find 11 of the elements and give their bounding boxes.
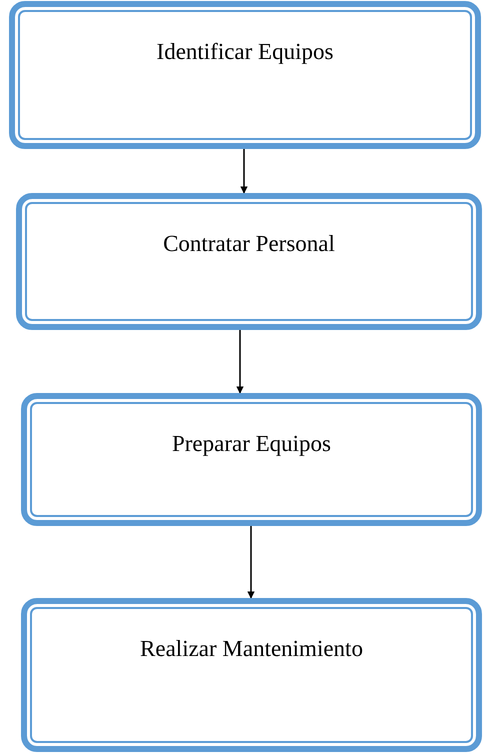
process-box — [21, 393, 482, 526]
process-box — [21, 598, 482, 752]
arrow — [247, 526, 255, 599]
arrow — [240, 149, 248, 194]
process-box — [16, 193, 482, 330]
box-label: Preparar Equipos — [170, 431, 332, 457]
box-label: Identificar Equipos — [156, 39, 334, 65]
box-label: Realizar Mantenimiento — [139, 636, 364, 662]
arrow — [236, 330, 244, 394]
process-box — [9, 1, 481, 149]
box-label: Contratar Personal — [162, 231, 336, 257]
